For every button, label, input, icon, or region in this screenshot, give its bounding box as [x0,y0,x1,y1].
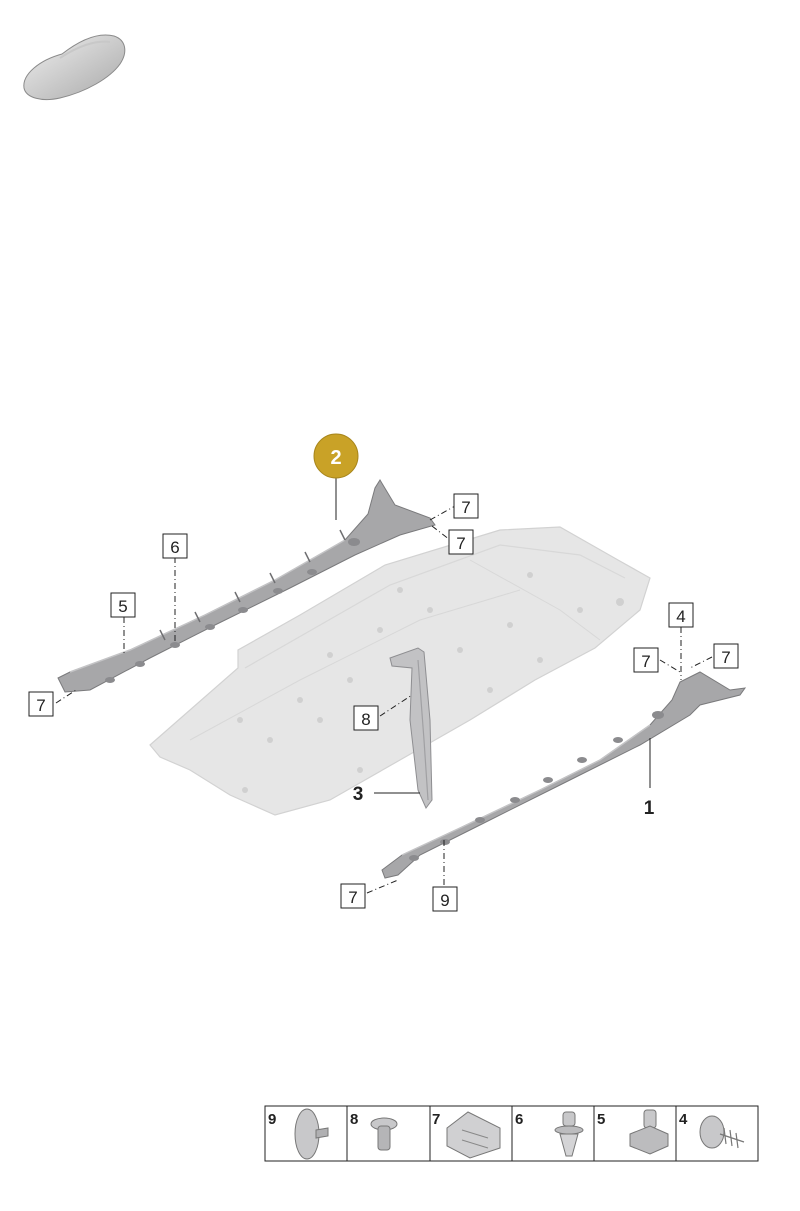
callout-7-left[interactable]: 7 [28,691,54,717]
callout-8[interactable]: 8 [353,705,379,731]
legend-num: 4 [679,1111,688,1128]
legend-num: 6 [515,1111,523,1128]
callout-7-right-b[interactable]: 7 [713,643,739,669]
callout-7-right-a[interactable]: 7 [633,647,659,673]
callout-5[interactable]: 5 [110,592,136,618]
part-label-1: 1 [644,798,655,819]
plug-cap-icon [294,1108,329,1160]
callout-label: 8 [361,710,370,729]
screw-washer-icon [699,1115,745,1149]
callout-label: 7 [36,696,45,715]
callout-label: 7 [456,534,465,553]
callout-7-top-b[interactable]: 7 [448,529,474,555]
push-rivet-icon [370,1117,398,1151]
legend-num: 9 [268,1111,276,1128]
car-thumbnail-icon [23,34,126,101]
legend-num: 7 [432,1111,440,1128]
leader-lines [55,478,713,894]
callout-label: 7 [721,648,730,667]
callout-label: 7 [348,888,357,907]
legend-cell-6[interactable]: 6 [515,1111,584,1157]
legend-num: 8 [350,1111,358,1128]
callout-4[interactable]: 4 [668,602,694,628]
legend-cell-9[interactable]: 9 [268,1108,329,1160]
fastener-legend: 9 8 7 6 [264,1105,759,1162]
legend-cell-4[interactable]: 4 [679,1111,745,1149]
legend-cell-5[interactable]: 5 [597,1109,669,1155]
callout-7-bottom[interactable]: 7 [340,883,366,909]
legend-num: 5 [597,1111,605,1128]
callout-part-2-label: 2 [330,447,341,469]
callout-9[interactable]: 9 [432,886,458,912]
callout-label: 6 [170,538,179,557]
callout-6[interactable]: 6 [162,533,188,559]
bracket-trim-part-3[interactable] [389,647,433,809]
callout-label: 9 [440,891,449,910]
spring-clip-icon [446,1111,501,1159]
callout-7-top-a[interactable]: 7 [453,493,479,519]
part-label-3: 3 [353,784,364,805]
callout-part-2[interactable]: 2 [313,433,359,479]
legend-cell-7[interactable]: 7 [432,1111,501,1159]
callout-label: 5 [118,597,127,616]
callout-label: 7 [641,652,650,671]
sill-trim-right-part-1[interactable] [381,671,747,879]
underbody-panel [149,526,651,816]
callout-label: 4 [676,607,685,626]
sill-trim-left-part-2[interactable] [57,479,436,693]
callout-label: 7 [461,498,470,517]
expansion-clip-icon [554,1111,584,1157]
clip-fastener-icon [629,1109,669,1155]
legend-cell-8[interactable]: 8 [350,1111,398,1151]
